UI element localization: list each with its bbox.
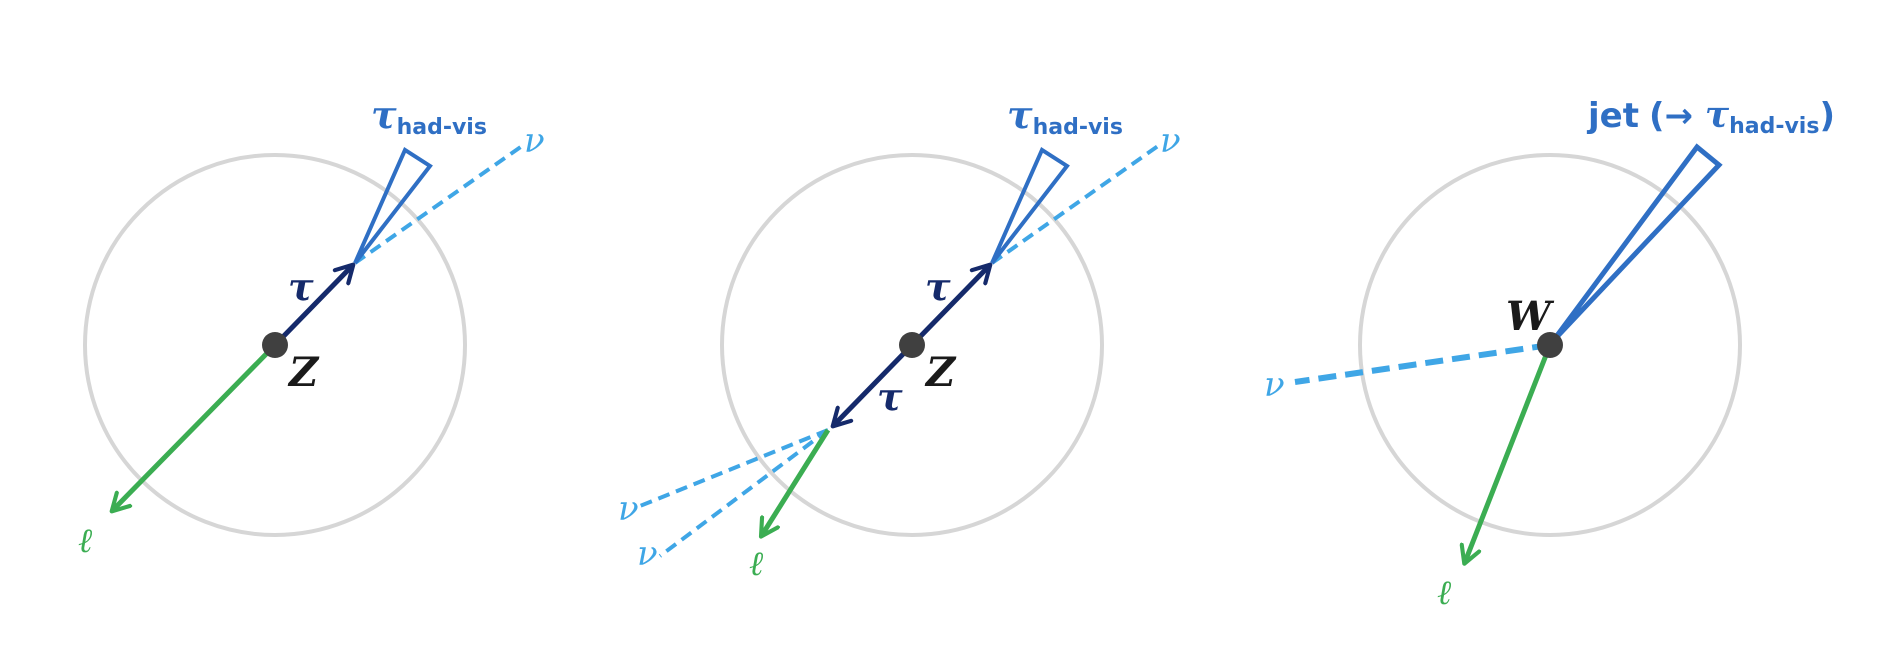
lepton-label: ℓ: [749, 544, 763, 584]
panel-3-w-to-lep-nu-jet: W jet(→ τhad-vis) ν ℓ: [1264, 94, 1835, 613]
w-vertex: [1537, 332, 1563, 358]
neutrino-line-up: [990, 144, 1160, 265]
tau-label-down: τ: [877, 374, 903, 419]
tau-had-vis-subscript: had-vis: [397, 115, 487, 140]
detector-circle: [1358, 153, 1742, 537]
tau-arrow: [273, 266, 352, 347]
tau-had-vis-subscript: had-vis: [1033, 115, 1123, 140]
neutrino-label-b: ν: [637, 534, 658, 574]
jet-word: jet: [1586, 96, 1639, 136]
z-vertex: [262, 332, 288, 358]
z-vertex: [899, 332, 925, 358]
lepton-arrow: [1465, 344, 1553, 562]
lepton-arrow: [113, 343, 277, 510]
jet-label: jet(→ τhad-vis): [1586, 94, 1835, 139]
neutrino-label: ν: [1264, 365, 1285, 405]
detector-circle: [83, 153, 467, 537]
neutrino-label-a: ν: [618, 489, 639, 529]
tau-had-vis-label: τhad-vis: [1007, 92, 1123, 140]
panel-1-z-to-tau-lep: Z τ τhad-vis ν ℓ: [78, 92, 545, 561]
lepton-label: ℓ: [78, 521, 92, 561]
panel-2-z-to-tau-tau: Z τ τ τhad-vis ν ν ν ℓ: [618, 92, 1181, 584]
tau-had-vis-cone: [990, 147, 1070, 265]
tau-had-vis-cone: [353, 147, 433, 265]
w-boson-label: W: [1506, 293, 1555, 340]
detector-circle: [720, 153, 1104, 537]
lepton-label: ℓ: [1437, 573, 1451, 613]
tau-label: τ: [288, 264, 314, 309]
neutrino-line: [1294, 342, 1551, 385]
lepton-arrow: [762, 428, 831, 535]
tau-had-vis-label: τhad-vis: [371, 92, 487, 140]
jet-paren-open: (→: [1649, 96, 1705, 136]
tau-had-vis-symbol: τ: [371, 92, 397, 137]
z-boson-label: Z: [287, 349, 320, 396]
jet-tau-subscript: had-vis: [1729, 114, 1819, 139]
neutrino-line-a: [639, 428, 829, 508]
tau-had-vis-symbol: τ: [1007, 92, 1033, 137]
neutrino-label: ν: [524, 121, 545, 161]
tau-arrow-up: [910, 266, 989, 347]
neutrino-label-up: ν: [1160, 121, 1181, 161]
neutrino-line: [353, 144, 524, 265]
neutrino-line-b: [658, 428, 830, 558]
jet-cone: [1550, 143, 1723, 343]
jet-tau-symbol: τ: [1705, 94, 1730, 136]
z-boson-label: Z: [924, 349, 957, 396]
jet-paren-close: ): [1819, 96, 1835, 136]
tau-label-up: τ: [925, 264, 951, 309]
tau-arrow-down: [834, 343, 914, 425]
